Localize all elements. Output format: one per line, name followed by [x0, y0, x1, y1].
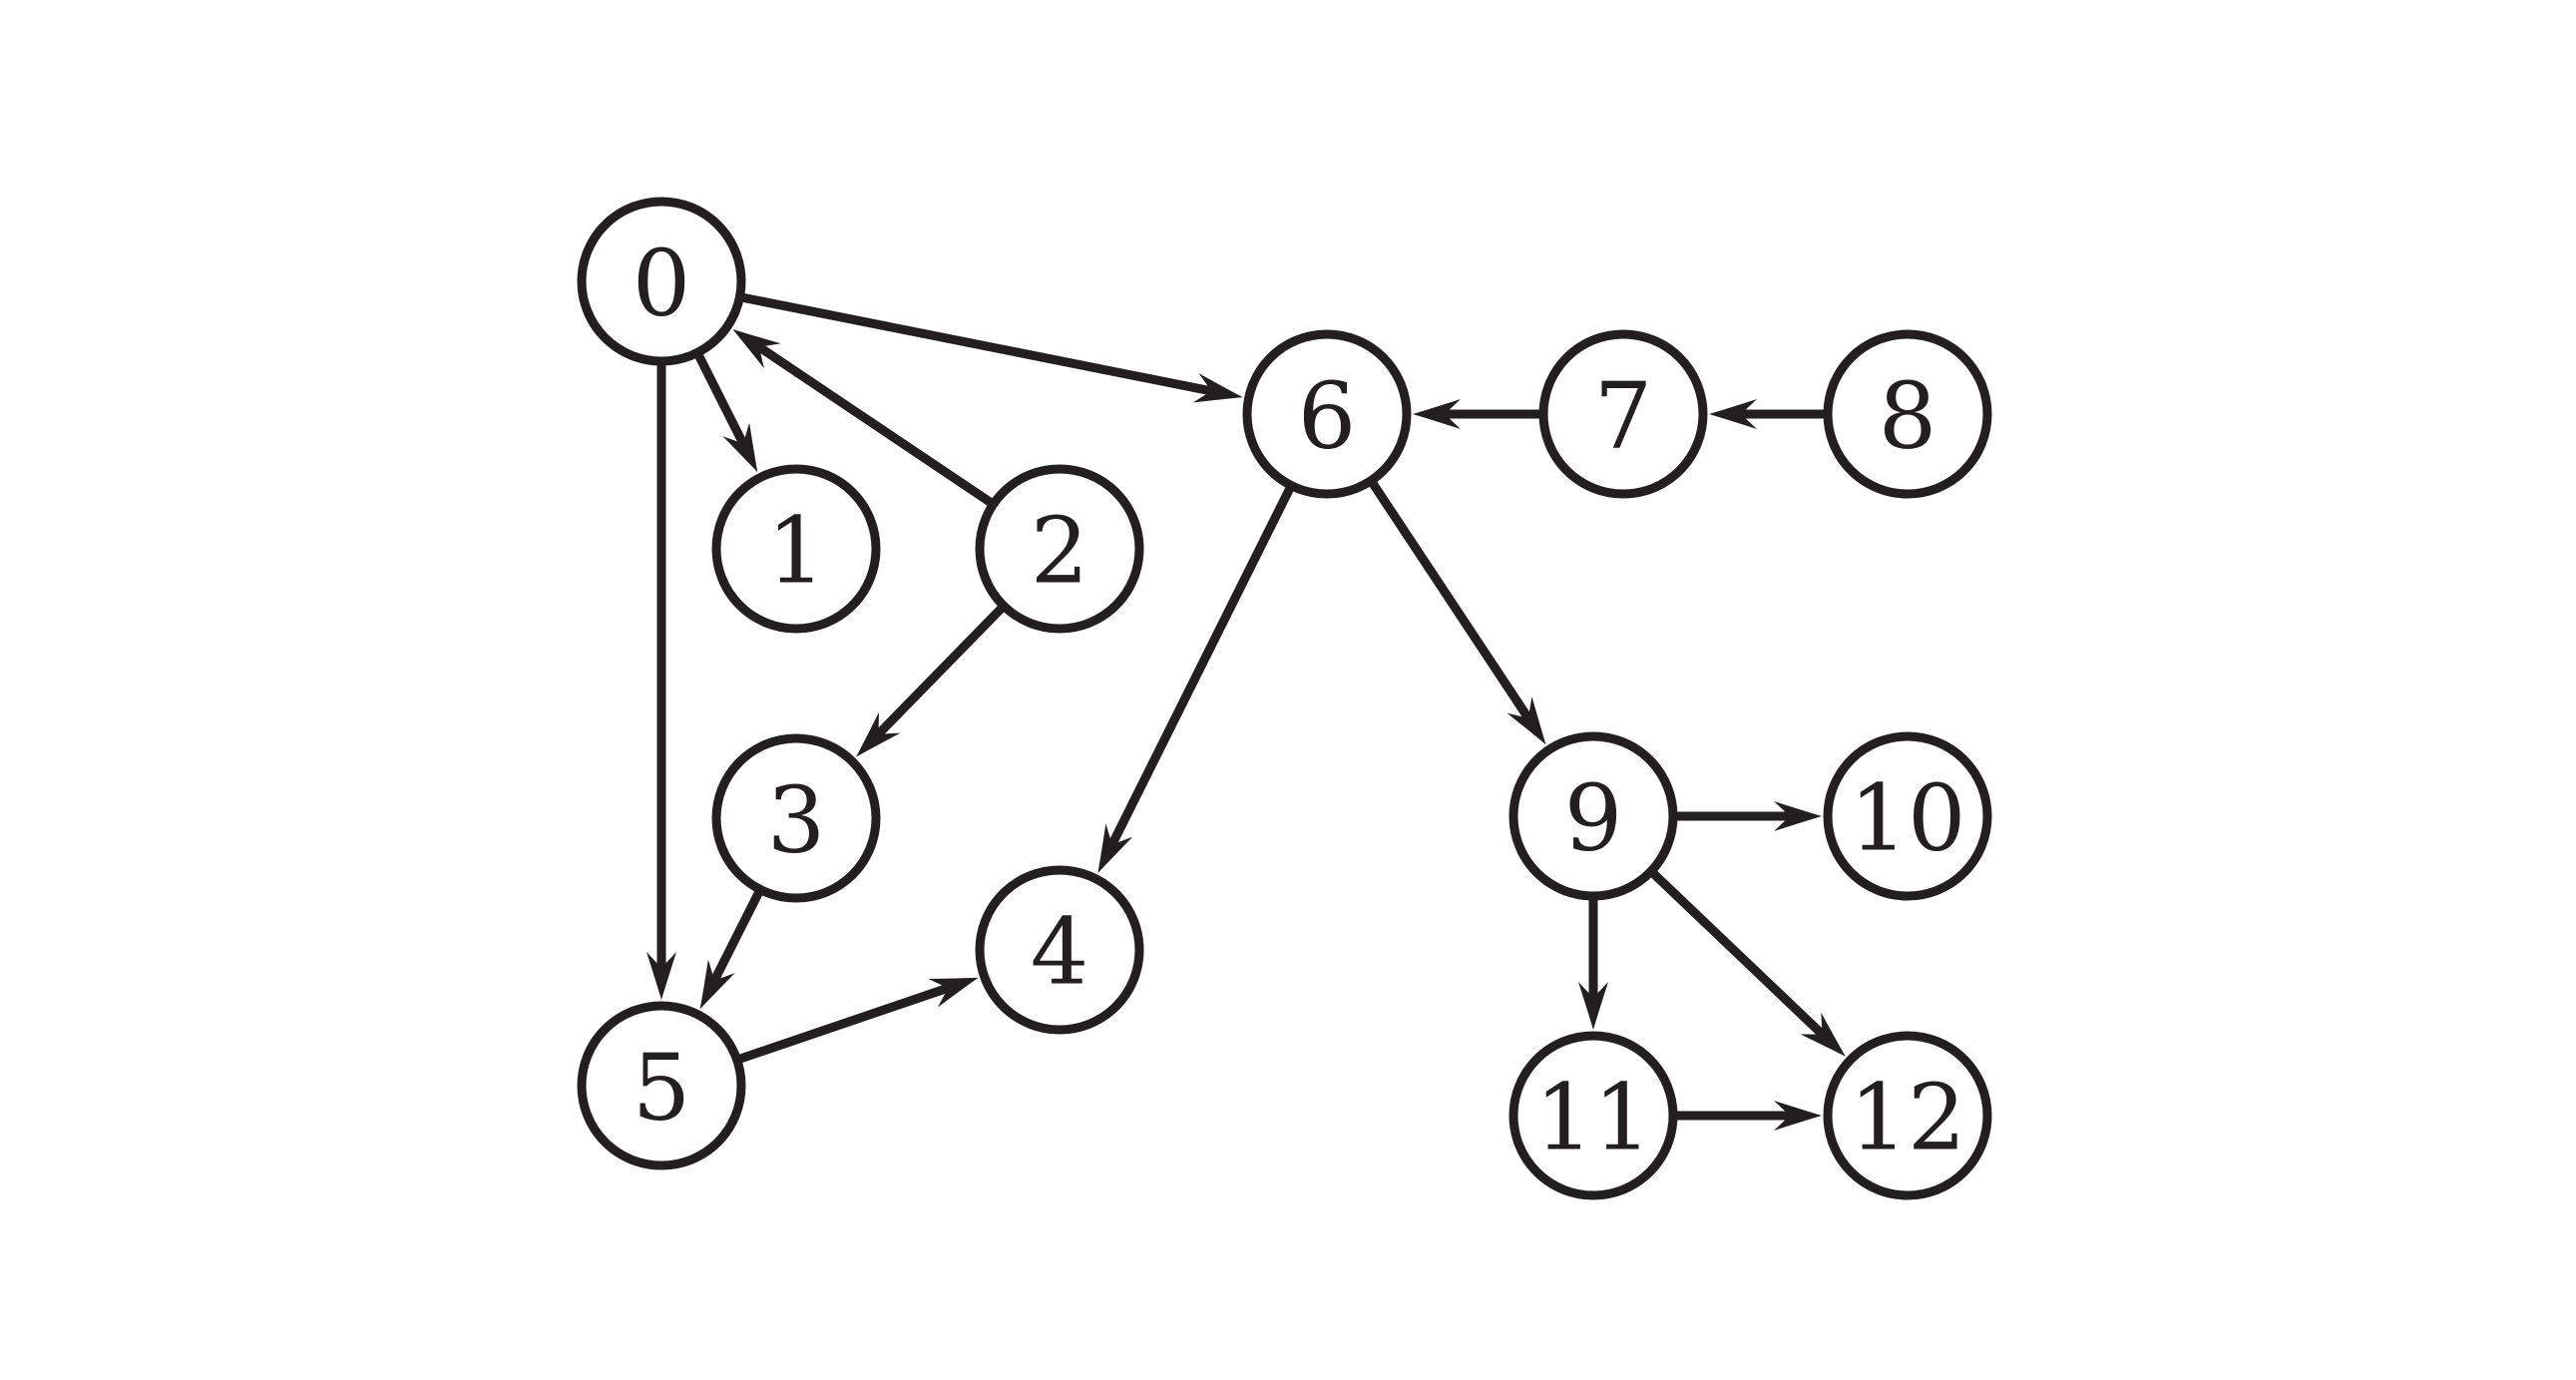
edge-2-to-3 — [856, 604, 1006, 757]
edge-7-to-6 — [1413, 399, 1541, 429]
arrowhead-icon — [856, 711, 901, 757]
node-label: 12 — [1849, 1065, 1965, 1171]
node-6: 6 — [1242, 329, 1412, 499]
node-label: 10 — [1849, 765, 1965, 872]
edge-line — [756, 343, 995, 508]
arrowhead-icon — [1192, 373, 1243, 403]
node-circle — [1242, 329, 1412, 499]
node-circle — [1508, 1031, 1678, 1200]
edge-3-to-5 — [699, 889, 764, 1010]
node-circle — [975, 865, 1144, 1035]
edge-line — [740, 292, 1213, 396]
arrowhead-icon — [928, 977, 979, 1008]
node-circle — [711, 733, 881, 903]
edge-11-to-12 — [1675, 1101, 1822, 1131]
node-circle — [1823, 1031, 1992, 1200]
node-label: 8 — [1879, 363, 1937, 470]
node-circle — [577, 1001, 746, 1170]
node-circle — [1508, 731, 1678, 901]
node-circle — [975, 464, 1144, 634]
node-8: 8 — [1823, 329, 1992, 499]
edges-layer — [646, 292, 1846, 1131]
node-circle — [711, 464, 881, 634]
node-10: 10 — [1823, 731, 1992, 901]
arrowhead-icon — [1709, 399, 1757, 429]
edge-line — [710, 889, 764, 983]
node-2: 2 — [975, 464, 1144, 634]
arrowhead-icon — [1774, 1101, 1822, 1131]
node-11: 11 — [1508, 1031, 1678, 1200]
arrowhead-icon — [732, 328, 781, 369]
node-label: 4 — [1031, 899, 1089, 1006]
node-label: 1 — [767, 498, 826, 605]
node-label: 6 — [1298, 363, 1357, 470]
edge-0-to-1 — [693, 352, 758, 473]
node-12: 12 — [1823, 1031, 1992, 1200]
arrowhead-icon — [1578, 982, 1608, 1030]
edge-6-to-4 — [1097, 485, 1295, 874]
edge-9-to-10 — [1675, 801, 1822, 831]
arrowhead-icon — [1800, 1012, 1846, 1057]
arrowhead-icon — [722, 422, 758, 473]
edge-5-to-4 — [737, 977, 979, 1064]
edge-8-to-7 — [1709, 399, 1826, 429]
edge-9-to-11 — [1578, 898, 1608, 1030]
node-label: 11 — [1534, 1065, 1651, 1171]
node-circle — [577, 197, 746, 366]
node-circle — [1823, 329, 1992, 499]
node-0: 0 — [577, 197, 746, 366]
node-3: 3 — [711, 733, 881, 903]
node-label: 7 — [1594, 363, 1653, 470]
edge-line — [1368, 479, 1532, 721]
node-7: 7 — [1538, 329, 1708, 499]
edge-0-to-5 — [646, 363, 676, 1000]
node-label: 5 — [633, 1035, 691, 1142]
arrowhead-icon — [699, 959, 735, 1010]
arrowhead-icon — [1413, 399, 1461, 429]
node-circle — [1823, 731, 1992, 901]
node-5: 5 — [577, 1001, 746, 1170]
arrowhead-icon — [646, 952, 676, 1000]
arrowhead-icon — [1097, 823, 1133, 874]
node-label: 3 — [767, 767, 826, 874]
edge-0-to-6 — [740, 292, 1243, 403]
arrowhead-icon — [1774, 801, 1822, 831]
edge-line — [1107, 485, 1295, 847]
arrowhead-icon — [1506, 696, 1546, 745]
node-9: 9 — [1508, 731, 1678, 901]
node-4: 4 — [975, 865, 1144, 1035]
edge-line — [737, 983, 950, 1064]
node-label: 2 — [1031, 498, 1089, 605]
edge-line — [693, 352, 747, 446]
node-circle — [1538, 329, 1708, 499]
edge-6-to-9 — [1368, 479, 1546, 745]
edge-2-to-0 — [732, 328, 995, 508]
edge-9-to-12 — [1649, 869, 1846, 1057]
edge-line — [1649, 869, 1826, 1038]
node-label: 0 — [633, 230, 691, 337]
node-1: 1 — [711, 464, 881, 634]
node-label: 9 — [1564, 765, 1623, 872]
edge-line — [875, 604, 1006, 737]
